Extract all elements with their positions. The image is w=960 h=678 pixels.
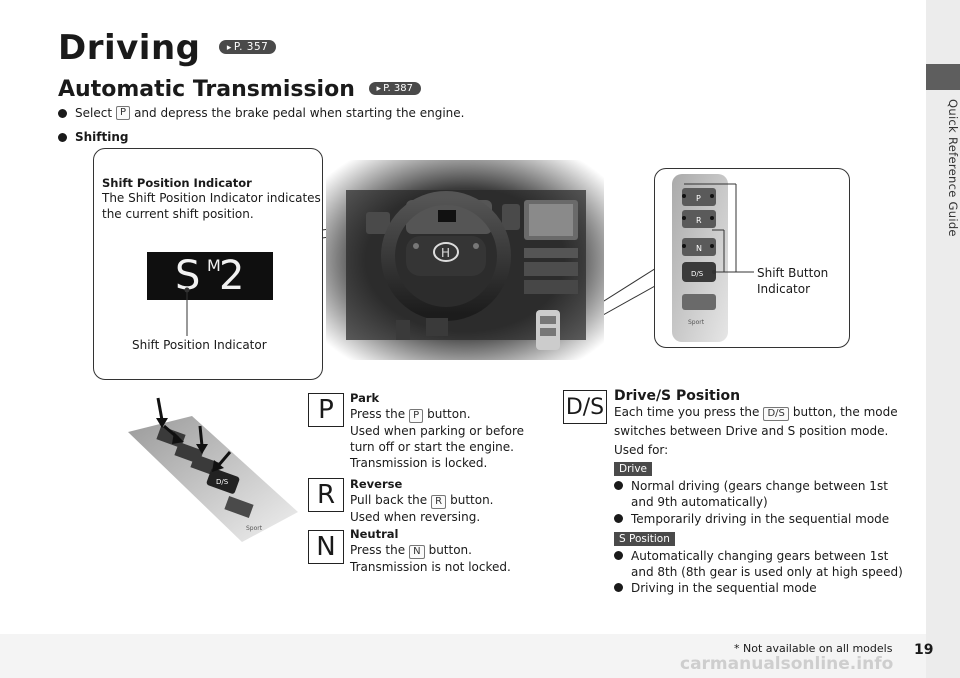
drive-item-text: Temporarily driving in the sequential mo… xyxy=(631,512,890,526)
shift-button-panel-image: P R N D/S Sport xyxy=(672,174,754,342)
page-title-text: Driving xyxy=(58,28,201,68)
svg-text:H: H xyxy=(441,246,450,260)
neutral-line1-post: button. xyxy=(428,543,472,557)
section-ref-icon: ▸ xyxy=(376,83,382,94)
s-position-tag: S Position xyxy=(614,532,675,546)
svg-text:D/S: D/S xyxy=(216,478,229,486)
key-ds-inline: D/S xyxy=(763,407,789,421)
footnote: * Not available on all models xyxy=(734,642,893,655)
drive-title: Drive/S Position xyxy=(614,388,741,404)
s-item: Driving in the sequential mode xyxy=(614,580,914,596)
svg-text:Sport: Sport xyxy=(246,525,263,532)
callout-left-bottom-label: Shift Position Indicator xyxy=(132,338,267,352)
section-ref-badge[interactable]: ▸P. 387 xyxy=(368,81,421,95)
bullet-icon xyxy=(614,481,623,490)
s-item-text: Automatically changing gears between 1st… xyxy=(631,549,903,579)
display-m: M xyxy=(207,256,221,275)
key-n-large: N xyxy=(308,530,344,564)
drive-item: Normal driving (gears change between 1st… xyxy=(614,478,914,510)
key-n-inline: N xyxy=(409,545,425,559)
bullet-icon xyxy=(614,514,623,523)
svg-text:D/S: D/S xyxy=(691,270,704,278)
intro-select: Select P and depress the brake pedal whe… xyxy=(58,106,464,120)
park-line1-post: button. xyxy=(427,407,471,421)
dashboard-image: H xyxy=(326,160,604,360)
neutral-line1-pre: Press the xyxy=(350,543,406,557)
drive-item: Temporarily driving in the sequential mo… xyxy=(614,511,914,527)
drive-item-text: Normal driving (gears change between 1st… xyxy=(631,479,888,509)
shifter-press-image: D/S Sport xyxy=(128,397,298,542)
footer-strip xyxy=(0,634,926,678)
bullet-icon xyxy=(614,583,623,592)
select-pre: Select xyxy=(75,106,113,120)
key-p-large: P xyxy=(308,393,344,427)
key-p-inline: P xyxy=(116,106,131,120)
page-ref-text: P. 357 xyxy=(233,40,269,53)
section-tab xyxy=(926,64,960,90)
intro-shifting: Shifting xyxy=(58,130,129,144)
callout-left-text: The Shift Position Indicator indicates t… xyxy=(102,191,321,221)
key-p-inline: P xyxy=(409,409,424,423)
side-section-label: Quick Reference Guide xyxy=(946,99,960,237)
s-item: Automatically changing gears between 1st… xyxy=(614,548,914,580)
svg-text:N: N xyxy=(696,244,702,253)
svg-text:Sport: Sport xyxy=(688,319,705,326)
neutral-title: Neutral xyxy=(350,527,399,541)
cluster-indicator xyxy=(438,210,456,222)
reverse-line1-post: button. xyxy=(450,493,494,507)
shift-button-indicator-label: Shift Button Indicator xyxy=(757,266,829,296)
s-item-text: Driving in the sequential mode xyxy=(631,581,817,595)
page-ref-icon: ▸ xyxy=(226,42,232,53)
drive-tag: Drive xyxy=(614,462,652,476)
shifting-label: Shifting xyxy=(75,130,129,144)
drive-body-post: button, the mode switches between Drive … xyxy=(614,405,898,457)
key-ds-large: D/S xyxy=(563,390,607,424)
display-gear: 2 xyxy=(219,253,245,299)
reverse-title: Reverse xyxy=(350,477,403,491)
select-post: and depress the brake pedal when startin… xyxy=(134,106,465,120)
watermark: carmanualsonline.info xyxy=(680,654,894,674)
park-line1-pre: Press the xyxy=(350,407,406,421)
section-ref-text: P. 387 xyxy=(383,82,413,94)
reverse-line1-pre: Pull back the xyxy=(350,493,428,507)
bullet-icon xyxy=(58,108,67,118)
reverse-desc: Used when reversing. xyxy=(350,510,481,524)
section-title-text: Automatic Transmission xyxy=(58,77,355,102)
page-number: 19 xyxy=(914,642,934,658)
park-desc: Used when parking or before turn off or … xyxy=(350,424,525,470)
drive-body-pre: Each time you press the xyxy=(614,405,760,419)
shift-indicator-display: S M 2 xyxy=(147,252,273,300)
section-title: Automatic Transmission ▸P. 387 xyxy=(58,77,421,102)
callout-left-title: Shift Position Indicator xyxy=(102,176,252,190)
bullet-icon xyxy=(614,551,623,560)
key-r-large: R xyxy=(308,478,344,512)
neutral-desc: Transmission is not locked. xyxy=(350,560,511,574)
svg-text:R: R xyxy=(696,216,702,225)
svg-text:P: P xyxy=(696,194,701,203)
key-r-inline: R xyxy=(431,495,447,509)
page-title: Driving ▸P. 357 xyxy=(58,28,277,68)
park-title: Park xyxy=(350,391,380,405)
side-strip xyxy=(926,0,960,678)
bullet-icon xyxy=(58,132,67,142)
page-ref-badge[interactable]: ▸P. 357 xyxy=(218,39,277,54)
